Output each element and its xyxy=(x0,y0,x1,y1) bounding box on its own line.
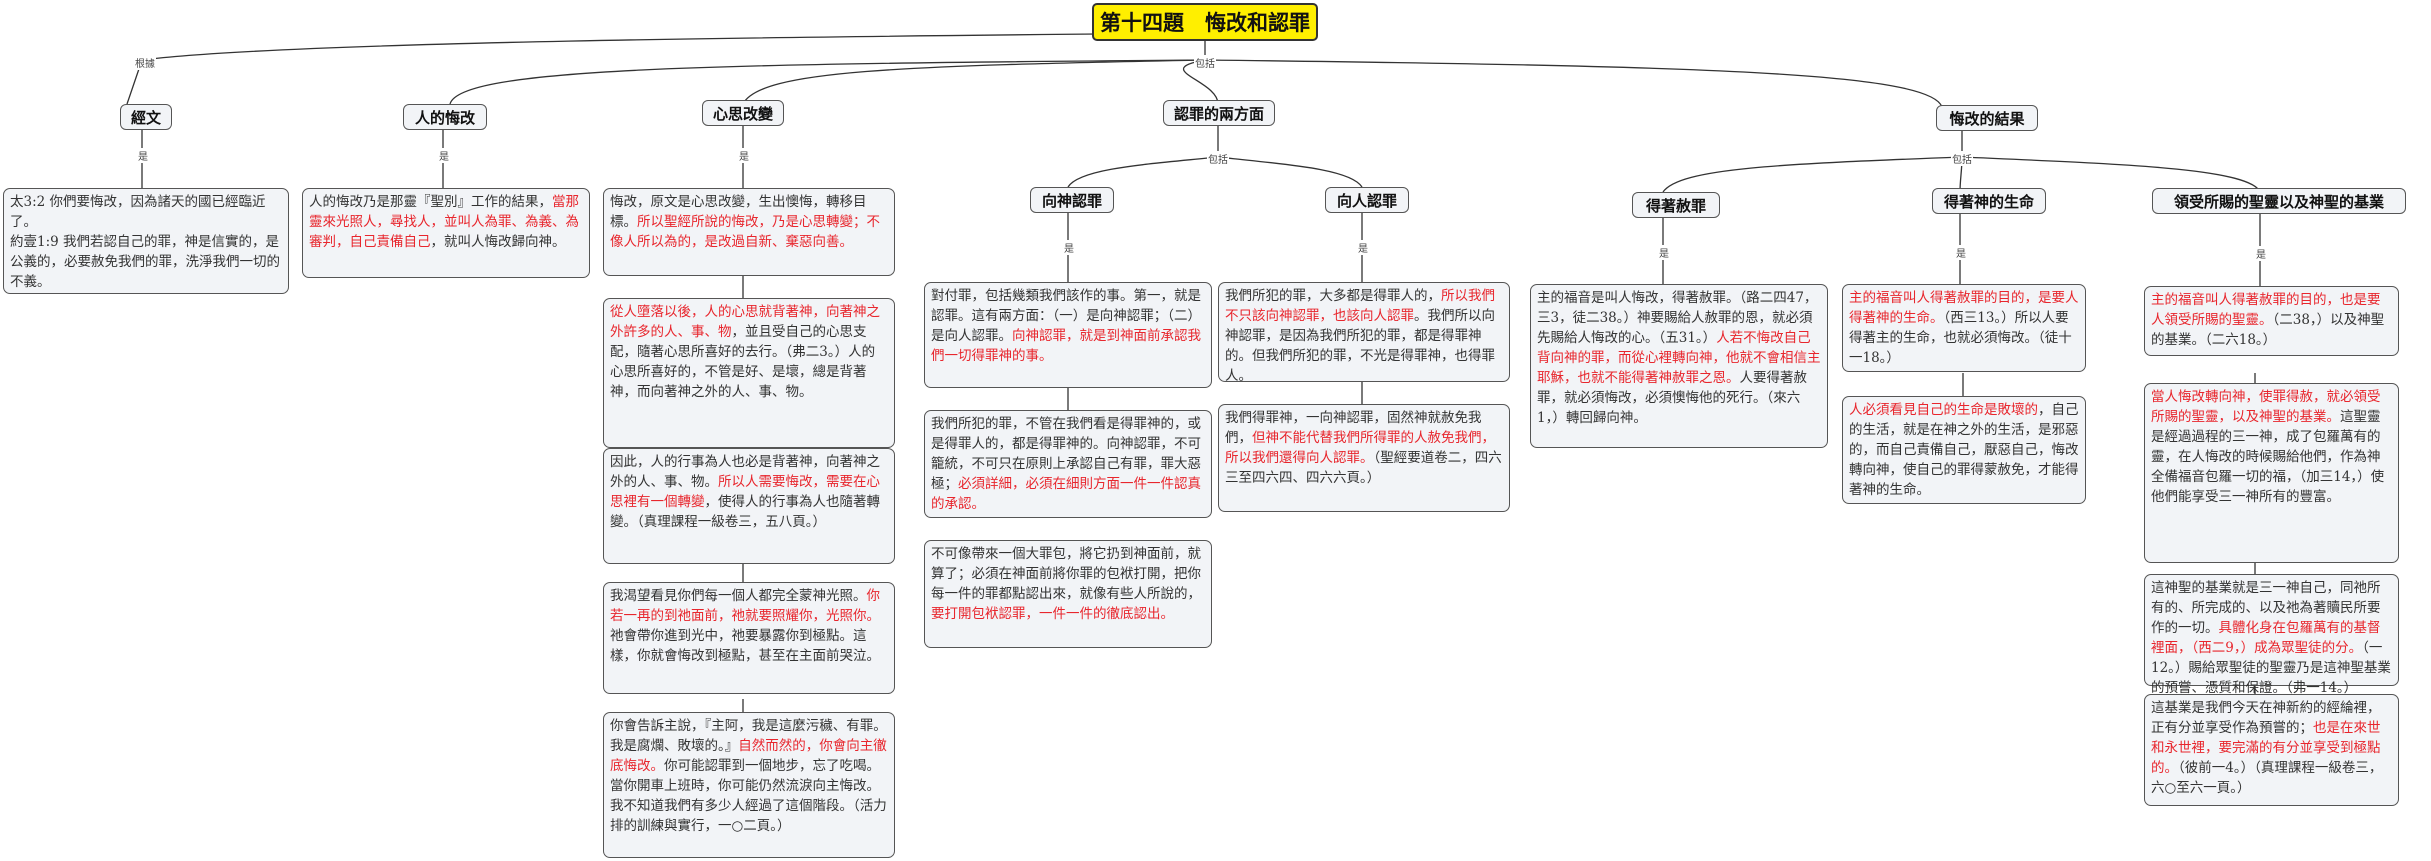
edge-label-is-inheritance: 是 xyxy=(2255,246,2267,261)
highlight-text: 當人悔改轉向神，使罪得赦，就必領受所賜的聖靈，以及神聖的基業。 xyxy=(2151,389,2381,425)
edge-label-includes-root: 包括 xyxy=(1194,55,1216,70)
highlight-text: 所以人需要悔改，需要在心思裡有一個轉變 xyxy=(610,473,880,510)
note-confess-god-2[interactable]: 我們所犯的罪，不管在我們看是得罪神的，或是得罪人的，都是得罪神的。向神認罪，不可… xyxy=(924,410,1212,518)
topic-human-repentance[interactable]: 人的悔改 xyxy=(403,104,487,130)
topic-confess-man[interactable]: 向人認罪 xyxy=(1325,187,1409,213)
edge-label-is-god: 是 xyxy=(1063,240,1075,255)
note-conduct[interactable]: 因此，人的行事為人也必是背著神，向著神之外的人、事、物。所以人需要悔改，需要在心… xyxy=(603,448,895,564)
note-confess-man-1[interactable]: 我們所犯的罪，大多都是得罪人的，所以我們不只該向神認罪，也該向人認罪。我們所以向… xyxy=(1218,282,1510,384)
note-confess-god-1[interactable]: 對付罪，包括幾類我們該作的事。第一，就是認罪。這有兩方面：（一）是向神認罪；（二… xyxy=(924,282,1212,388)
highlight-text: 所以聖經所說的悔改，乃是心思轉變；不像人所以為的，是改過自新、棄惡向善。 xyxy=(610,213,880,250)
edge-label-is-forgiveness: 是 xyxy=(1658,245,1670,260)
edge-label-is-heart: 是 xyxy=(738,148,750,163)
note-scripture[interactable]: 太3:2 你們要悔改，因為諸天的國已經臨近了。約壹1:9 我們若認自己的罪，神是… xyxy=(3,188,289,294)
note-inheritance-4[interactable]: 這基業是我們今天在神新約的經綸裡，正有分並享受作為預嘗的；也是在來世和永世裡，要… xyxy=(2144,694,2399,806)
highlight-text: 但神不能代替我們所得罪的人赦免我們，所以我們還得向人認罪。 xyxy=(1225,429,1495,466)
note-text: （聖經要道卷二，四六三至四六四、四六六頁。） xyxy=(1225,449,1502,486)
note-confess-man-2[interactable]: 我們得罪神，一向神認罪，固然神就赦免我們，但神不能代替我們所得罪的人赦免我們，所… xyxy=(1218,404,1510,512)
topic-scripture[interactable]: 經文 xyxy=(120,104,172,130)
topic-two-aspects[interactable]: 認罪的兩方面 xyxy=(1163,100,1275,126)
highlight-text: 所以我們不只該向神認罪，也該向人認罪 xyxy=(1225,288,1495,324)
note-text: （二38，）以及神聖的基業。（二六18。） xyxy=(2151,311,2385,348)
note-text: 這聖靈是經過過程的三一神，成了包羅萬有的靈，在人悔改的時候賜給他們，作為神全備福… xyxy=(2151,408,2385,505)
note-confess-god-3[interactable]: 不可像帶來一個大罪包，將它扔到神面前，就算了；必須在神面前將你罪的包袱打開，把你… xyxy=(924,540,1212,648)
note-text: 。我們所以向神認罪，是因為我們所犯的罪，都是得罪神的。但我們所犯的罪，不光是得罪… xyxy=(1225,307,1495,384)
edge-label-is-human: 是 xyxy=(438,148,450,163)
edge-label-includes-results: 包括 xyxy=(1951,151,1973,166)
highlight-text: 你若一再的到祂面前，祂就要照耀你，光照你。 xyxy=(610,588,880,624)
note-text: 對付罪，包括幾類我們該作的事。第一，就是認罪。這有兩方面：（一）是向神認罪；（二… xyxy=(931,288,1201,344)
edge-label-includes-two-aspects: 包括 xyxy=(1207,151,1229,166)
note-text: （彼前一4。）（真理課程一級卷三，六○至六一頁。） xyxy=(2151,759,2383,796)
note-heart-change-definition[interactable]: 悔改，原文是心思改變，生出懊悔，轉移目標。所以聖經所說的悔改，乃是心思轉變；不像… xyxy=(603,188,895,276)
topic-results[interactable]: 悔改的結果 xyxy=(1936,105,2038,131)
highlight-text: 人必須看見自己的生命是敗壞的 xyxy=(1849,402,2038,418)
highlight-text: 具體化身在包羅萬有的基督裡面，（西二9，）成為眾聖徒的分。 xyxy=(2151,619,2381,656)
note-text: 人的悔改乃是那靈『聖別』工作的結果， xyxy=(309,194,552,210)
note-text: （一12。）賜給眾聖徒的聖靈乃是這神聖基業的預嘗、憑質和保證。（弗一14。） xyxy=(2151,639,2391,696)
root-topic[interactable]: 第十四題 悔改和認罪 xyxy=(1092,3,1318,41)
edge-label-is-life: 是 xyxy=(1955,245,1967,260)
note-text: 我們得罪神，一向神認罪，固然神就赦免我們， xyxy=(1225,410,1482,446)
note-text: ，自己的生活，就是在神之外的生活，是邪惡的，而自己責備自己，厭惡自己，悔改轉向神… xyxy=(1849,402,2079,498)
note-text: 主的福音是叫人悔改，得著赦罪。（路二四47，三3，徒二38。）神要賜給人赦罪的恩… xyxy=(1537,290,1818,346)
topic-heart-change[interactable]: 心思改變 xyxy=(702,100,784,126)
topic-life[interactable]: 得著神的生命 xyxy=(1932,188,2046,214)
highlight-text: 主的福音叫人得著赦罪的目的，也是要人領受所賜的聖靈。 xyxy=(2151,292,2381,328)
note-text: 人要得著赦罪，就必須悔改，必須懊悔他的死行。（來六1，）轉回歸向神。 xyxy=(1537,369,1807,426)
highlight-text: 必須詳細，必須在細則方面一件一件認真的承認。 xyxy=(931,475,1201,512)
edge-label-is-scripture: 是 xyxy=(137,148,149,163)
note-text: 太3:2 你們要悔改，因為諸天的國已經臨近了。 xyxy=(10,194,266,230)
highlight-text: 人若不悔改自己背向神的罪，而從心裡轉向神，他就不會相信主耶穌，也就不能得著神赦罪… xyxy=(1537,329,1821,386)
note-text: ，就叫人悔改歸向神。 xyxy=(430,233,566,250)
note-text: 我們所犯的罪，不管在我們看是得罪神的，或是得罪人的，都是得罪神的。向神認罪，不可… xyxy=(931,416,1201,492)
highlight-text: 從人墮落以後，人的心思就背著神，向著神之外許多的人、事、物 xyxy=(610,304,880,340)
edge-label-is-man: 是 xyxy=(1357,240,1369,255)
note-text: ，並且受自己的心思支配，隨著心思所喜好的去行。（弗二3。）人的心思所喜好的，不管… xyxy=(610,323,876,400)
edge-label-basis: 根據 xyxy=(134,55,156,70)
note-life-2[interactable]: 人必須看見自己的生命是敗壞的，自己的生活，就是在神之外的生活，是邪惡的，而自己責… xyxy=(1842,396,2086,504)
note-text: 約壹1:9 我們若認自己的罪，神是信實的，是公義的，必要赦免我們的罪，洗淨我們一… xyxy=(10,233,280,290)
note-inheritance-1[interactable]: 主的福音叫人得著赦罪的目的，也是要人領受所賜的聖靈。（二38，）以及神聖的基業。… xyxy=(2144,286,2399,356)
note-life-1[interactable]: 主的福音叫人得著赦罪的目的，是要人得著神的生命。（西三13。）所以人要得著主的生… xyxy=(1842,284,2086,372)
note-text: 這神聖的基業就是三一神自己，同祂所有的、所完成的、以及祂為著贖民所要作的一切。 xyxy=(2151,580,2381,636)
note-heart-after-fall[interactable]: 從人墮落以後，人的心思就背著神，向著神之外許多的人、事、物，並且受自己的心思支配… xyxy=(603,298,895,448)
note-text: 我渴望看見你們每一個人都完全蒙神光照。 xyxy=(610,588,867,604)
highlight-text: 自然而然的，你會向主徹底悔改。 xyxy=(610,737,887,774)
note-text: 因此，人的行事為人也必是背著神，向著神之外的人、事、物。 xyxy=(610,454,880,490)
note-text: （西三13。）所以人要得著主的生命，也就必須悔改。（徒十一18。） xyxy=(1849,309,2072,366)
note-text: ，使得人的行事為人也隨著轉變。（真理課程一級卷三，五八頁。） xyxy=(610,493,880,530)
note-text: 你可能認罪到一個地步，忘了吃喝。當你開車上班時，你可能仍然流淚向主悔改。我不知道… xyxy=(610,757,887,834)
note-forgiveness[interactable]: 主的福音是叫人悔改，得著赦罪。（路二四47，三3，徒二38。）神要賜給人赦罪的恩… xyxy=(1530,284,1828,448)
note-text: 你會告訴主說，『主阿，我是這麼污穢、有罪。我是腐爛、敗壞的。』 xyxy=(610,718,887,754)
topic-confess-god[interactable]: 向神認罪 xyxy=(1030,187,1114,213)
note-text: 我們所犯的罪，大多都是得罪人的， xyxy=(1225,288,1441,304)
note-text: 這基業是我們今天在神新約的經綸裡，正有分並享受作為預嘗的； xyxy=(2151,700,2381,736)
note-text: 悔改，原文是心思改變，生出懊悔，轉移目標。 xyxy=(610,194,867,230)
note-inheritance-2[interactable]: 當人悔改轉向神，使罪得赦，就必領受所賜的聖靈，以及神聖的基業。這聖靈是經過過程的… xyxy=(2144,383,2399,563)
note-inheritance-3[interactable]: 這神聖的基業就是三一神自己，同祂所有的、所完成的、以及祂為著贖民所要作的一切。具… xyxy=(2144,574,2399,696)
note-enlightened[interactable]: 我渴望看見你們每一個人都完全蒙神光照。你若一再的到祂面前，祂就要照耀你，光照你。… xyxy=(603,582,895,694)
note-text: 不可像帶來一個大罪包，將它扔到神面前，就算了；必須在神面前將你罪的包袱打開，把你… xyxy=(931,546,1201,602)
highlight-text: 當那靈來光照人，尋找人，並叫人為罪、為義、為審判，自己責備自己 xyxy=(309,194,579,250)
highlight-text: 主的福音叫人得著赦罪的目的，是要人得著神的生命。 xyxy=(1849,290,2079,326)
note-human-repentance[interactable]: 人的悔改乃是那靈『聖別』工作的結果，當那靈來光照人，尋找人，並叫人為罪、為義、為… xyxy=(302,188,590,278)
topic-inheritance[interactable]: 領受所賜的聖靈以及神聖的基業 xyxy=(2152,188,2406,214)
highlight-text: 向神認罪，就是到神面前承認我們一切得罪神的事。 xyxy=(931,327,1201,364)
highlight-text: 也是在來世和永世裡，要完滿的有分並享受到極點的。 xyxy=(2151,719,2381,776)
topic-forgiveness[interactable]: 得著赦罪 xyxy=(1632,192,1720,218)
note-text: 祂會帶你進到光中，祂要暴露你到極點。這樣，你就會悔改到極點，甚至在主面前哭泣。 xyxy=(610,627,880,664)
highlight-text: 要打開包袱認罪，一件一件的徹底認出。 xyxy=(931,605,1174,622)
note-thorough-repentance[interactable]: 你會告訴主說，『主阿，我是這麼污穢、有罪。我是腐爛、敗壞的。』自然而然的，你會向… xyxy=(603,712,895,858)
